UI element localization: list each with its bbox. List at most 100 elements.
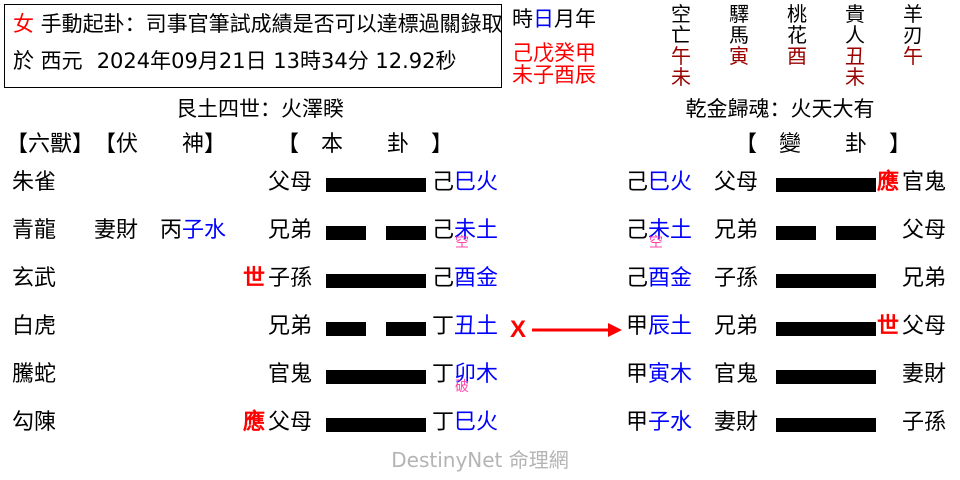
column-header-six-beasts: 【六獸】 (6, 132, 95, 157)
hexagram-row: 朱雀父母己巳火己巳火父母應官鬼 (0, 162, 960, 210)
six-beast-label: 青龍 (12, 218, 57, 243)
ganzhi-changed-stem: 己 (626, 170, 649, 195)
shensha-name-top-4: 羊 (903, 2, 923, 26)
six-relation-secondary: 兄弟 (902, 266, 947, 291)
yao-line-yang (776, 274, 876, 288)
shensha-name-top-0: 空 (671, 2, 691, 26)
query-question-text: 手動起卦：司事官筆試成績是否可以達標過關錄取 (34, 12, 503, 36)
hexagram-row: 玄武世子孫己酉金己酉金子孫兄弟 (0, 258, 960, 306)
ganzhi-original-branch: 巳火 (454, 410, 499, 435)
ganzhi-original-stem: 丁 (432, 362, 455, 387)
yao-line-yin (326, 322, 426, 336)
changed-hexagram-name: 乾金歸魂：火天大有 (685, 97, 875, 121)
shensha-value1-3: 丑 (845, 44, 865, 68)
yao-bar-solid (776, 178, 876, 192)
six-beast-label: 騰蛇 (12, 362, 57, 387)
site-watermark: DestinyNet 命理網 (391, 448, 569, 472)
ganzhi-changed-stem: 甲 (626, 314, 649, 339)
yao-line-yang (776, 178, 876, 192)
pillar-label-day: 日 (533, 7, 554, 31)
shensha-value1-0: 午 (671, 44, 691, 68)
six-relation-changed: 父母 (714, 170, 759, 195)
yao-bar-right (386, 226, 426, 240)
shensha-value2-1 (710, 67, 768, 88)
six-beast-label: 玄武 (12, 266, 57, 291)
query-method-line: 女 手動起卦：司事官筆試成績是否可以達標過關錄取 (13, 14, 503, 35)
six-relation-changed: 兄弟 (714, 314, 759, 339)
shensha-table: 空 驛 桃 貴 羊 亡 馬 花 人 刃 午 寅 酉 丑 午 未 未 (652, 4, 942, 88)
yao-bar-solid (776, 370, 876, 384)
ganzhi-changed: 己未土 (626, 220, 718, 242)
hexagram-row: 青龍妻財丙子水兄弟己未土空己未土空兄弟父母 (0, 210, 960, 258)
six-relation-secondary: 妻財 (902, 362, 947, 387)
ganzhi-changed-branch: 未土 (648, 218, 693, 243)
six-relation-original: 官鬼 (268, 362, 313, 387)
shensha-value2-0: 未 (671, 65, 691, 89)
hidden-spirit-ganzhi-stem: 丙 (160, 218, 183, 243)
shensha-name-bottom-2: 花 (787, 23, 807, 47)
pillar-heavenly-stems: 己戊癸甲 (512, 41, 596, 65)
calendar-era-label: 於 西元 (13, 49, 83, 73)
six-relation-original: 子孫 (268, 266, 313, 291)
ganzhi-original: 丁丑土 (432, 316, 522, 338)
ganzhi-original-branch: 卯木 (454, 362, 499, 387)
yao-line-yang (326, 178, 426, 192)
shensha-name-top-3: 貴 (845, 2, 865, 26)
six-relation-changed: 官鬼 (714, 362, 759, 387)
hidden-spirit-relation: 妻財 (94, 218, 139, 243)
six-relation-changed: 妻財 (714, 410, 759, 435)
six-relation-original: 兄弟 (268, 218, 313, 243)
ganzhi-original-stem: 己 (432, 170, 455, 195)
shi-ying-marker-changed: 世 (876, 314, 899, 339)
ganzhi-changed: 甲辰土 (626, 316, 718, 338)
ganzhi-changed: 己酉金 (626, 268, 718, 290)
hexagram-row: 勾陳應父母丁巳火甲子水妻財子孫 (0, 402, 960, 450)
ganzhi-original: 己酉金 (432, 268, 522, 290)
six-relation-secondary: 父母 (902, 218, 947, 243)
yao-bar-left (776, 226, 816, 240)
shensha-name-bottom-3: 人 (845, 23, 865, 47)
six-relation-secondary: 子孫 (902, 410, 947, 435)
ganzhi-changed-stem: 甲 (626, 410, 649, 435)
ganzhi-changed: 甲子水 (626, 412, 718, 434)
yao-line-yang (326, 370, 426, 384)
moving-line-x-icon: X (510, 316, 527, 343)
shensha-value1-1: 寅 (729, 44, 749, 68)
query-datetime-value: 2024年09月21日 13時34分 12.92秒 (96, 49, 457, 73)
shensha-value1-4: 午 (903, 44, 923, 68)
ganzhi-original: 丁卯木 (432, 364, 522, 386)
column-header-changed-hexagram: 【 變 卦 】 (735, 132, 912, 157)
column-header-hidden-spirits: 【伏 神】 (94, 132, 227, 157)
ganzhi-original-stem: 己 (432, 266, 455, 291)
ganzhi-state-marker-changed: 空 (649, 235, 663, 251)
ganzhi-changed-branch: 辰土 (648, 314, 693, 339)
six-beast-label: 白虎 (12, 314, 57, 339)
ganzhi-original-branch: 未土 (454, 218, 499, 243)
shi-ying-marker-original: 應 (242, 410, 265, 435)
yao-bar-solid (326, 274, 426, 288)
ganzhi-original-branch: 丑土 (454, 314, 499, 339)
ganzhi-changed-branch: 寅木 (648, 362, 693, 387)
ganzhi-original: 己巳火 (432, 172, 522, 194)
yao-line-yang (326, 274, 426, 288)
yao-bar-left (326, 226, 366, 240)
yao-line-yang (776, 322, 876, 336)
shi-ying-marker-changed: 應 (876, 170, 899, 195)
ganzhi-original: 丁巳火 (432, 412, 522, 434)
pillar-label-month: 月 (554, 7, 575, 31)
yao-bar-solid (776, 418, 876, 432)
ganzhi-changed: 甲寅木 (626, 364, 718, 386)
shensha-value2-2 (768, 67, 826, 88)
pillar-labels-row: 時日月年 (512, 9, 596, 30)
yao-line-yin (776, 226, 876, 240)
ganzhi-original: 己未土 (432, 220, 522, 242)
yao-line-yin (326, 226, 426, 240)
shensha-name-top-1: 驛 (729, 2, 749, 26)
yao-bar-solid (776, 274, 876, 288)
shensha-value1-2: 酉 (787, 44, 807, 68)
shensha-name-top-2: 桃 (787, 2, 807, 26)
ganzhi-original-branch: 巳火 (454, 170, 499, 195)
ganzhi-changed-branch: 巳火 (648, 170, 693, 195)
hidden-spirit-ganzhi-branch: 子水 (182, 218, 227, 243)
yao-bar-right (836, 226, 876, 240)
